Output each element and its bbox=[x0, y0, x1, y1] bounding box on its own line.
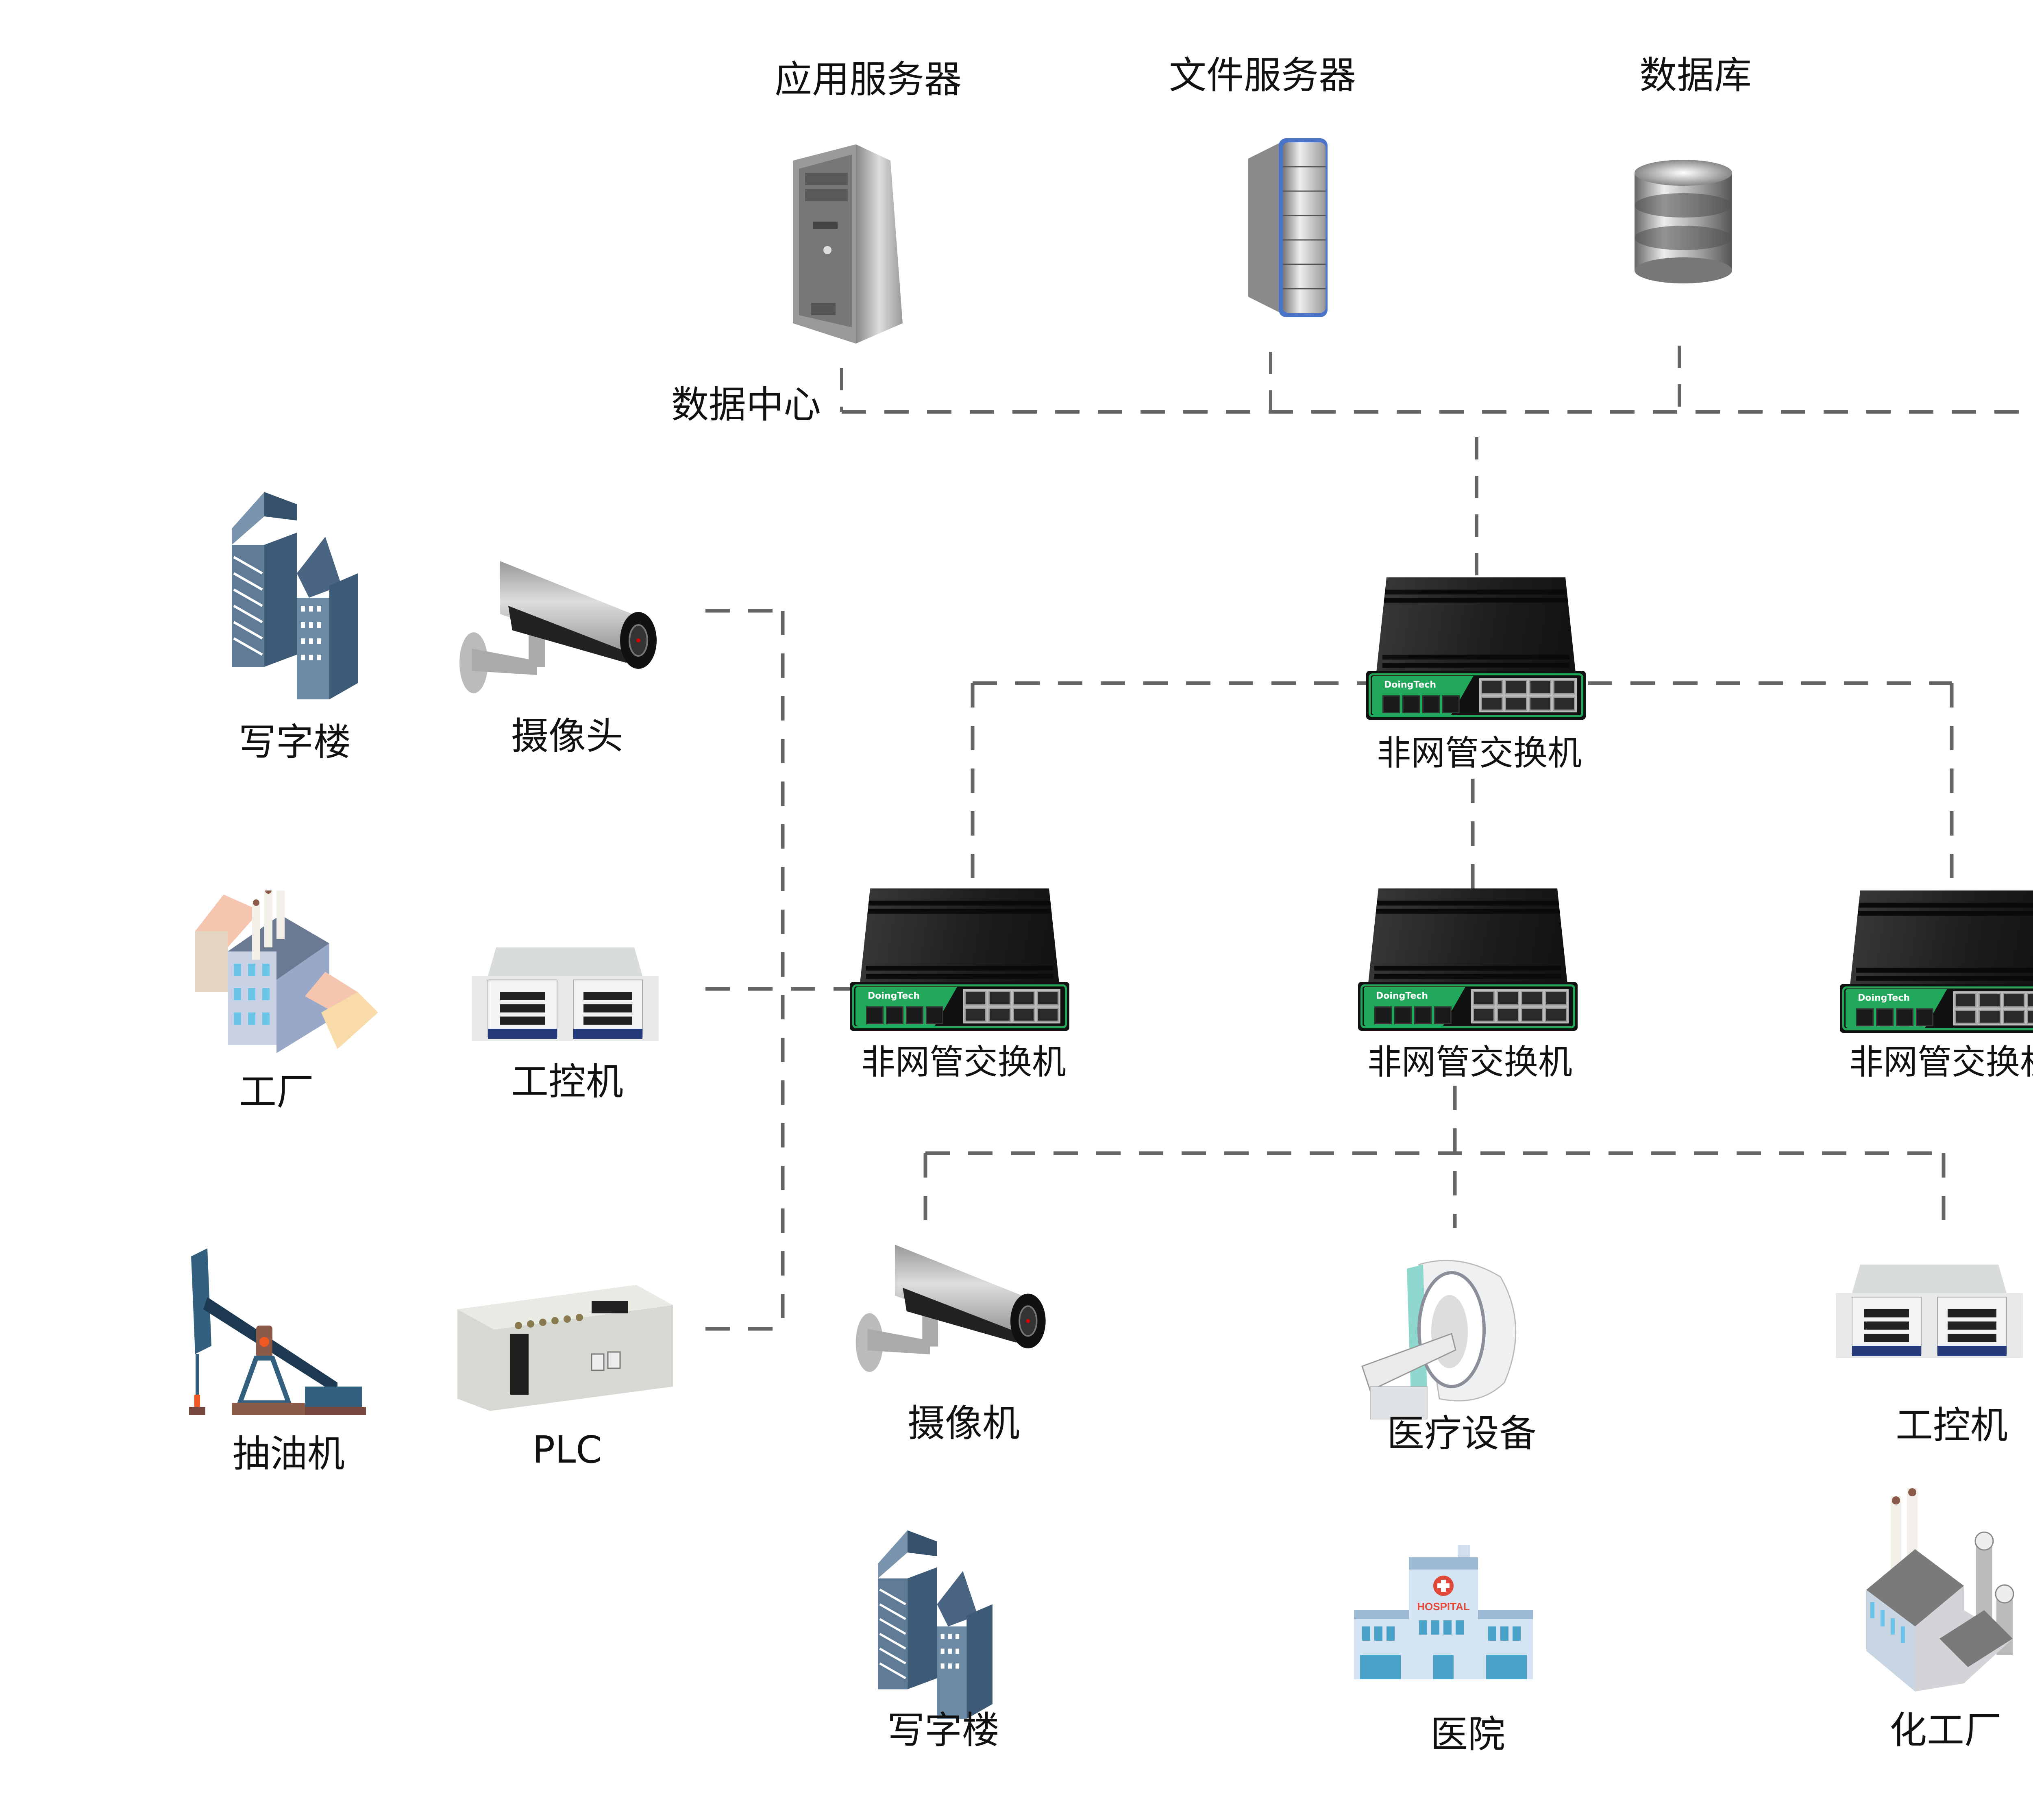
chemical-plant-icon bbox=[1866, 1488, 2014, 1692]
core-switch-label: 非网管交换机 bbox=[1376, 733, 1582, 773]
bottom-camera-label: 摄像机 bbox=[907, 1402, 1020, 1445]
medical-equipment[interactable] bbox=[1358, 1252, 1537, 1427]
hospital-icon: HOSPITAL bbox=[1354, 1545, 1533, 1679]
bottom-office-label: 写字楼 bbox=[887, 1709, 1000, 1752]
switch-brand: DoingTech bbox=[1376, 991, 1428, 1001]
bottom-office-building[interactable] bbox=[874, 1529, 996, 1724]
office-building-icon bbox=[878, 1530, 993, 1719]
file-server[interactable] bbox=[1236, 138, 1350, 317]
oil-pump-label: 抽油机 bbox=[232, 1432, 345, 1476]
left-ipc-label: 工控机 bbox=[511, 1060, 624, 1104]
left-camera[interactable] bbox=[455, 561, 675, 695]
switch-front-panel: DoingTech bbox=[850, 982, 1069, 1031]
right-switch[interactable]: DoingTech bbox=[1840, 890, 2033, 1033]
camera-icon bbox=[855, 1245, 1046, 1372]
rack-server-icon bbox=[1248, 138, 1328, 317]
database[interactable] bbox=[1622, 157, 1744, 287]
core-switch[interactable]: DoingTech bbox=[1366, 577, 1586, 720]
oil-pump[interactable] bbox=[183, 1248, 370, 1415]
oil-pump-icon bbox=[189, 1248, 366, 1415]
file-server-label: 文件服务器 bbox=[1169, 54, 1356, 97]
tower-server-icon bbox=[793, 144, 903, 344]
left-office-label: 写字楼 bbox=[238, 721, 351, 764]
chemical-plant-label: 化工厂 bbox=[1889, 1709, 2002, 1752]
bottom-ipc-label: 工控机 bbox=[1895, 1404, 2008, 1447]
hospital[interactable]: HOSPITAL bbox=[1354, 1545, 1533, 1679]
app-server[interactable] bbox=[785, 144, 907, 344]
middle-switch-label: 非网管交换机 bbox=[1367, 1042, 1573, 1082]
left-switch[interactable]: DoingTech bbox=[850, 888, 1069, 1031]
switch-brand: DoingTech bbox=[868, 991, 920, 1001]
switch-brand: DoingTech bbox=[1384, 680, 1437, 690]
left-switch-label: 非网管交换机 bbox=[861, 1042, 1067, 1082]
ethernet-ports bbox=[1953, 991, 2033, 1025]
app-server-label: 应用服务器 bbox=[774, 58, 962, 101]
right-switch-label: 非网管交换机 bbox=[1849, 1042, 2033, 1082]
switch-front-panel: DoingTech bbox=[1358, 982, 1578, 1031]
ethernet-ports bbox=[1471, 989, 1569, 1023]
factory-icon bbox=[195, 882, 378, 1053]
medical-label: 医疗设备 bbox=[1387, 1412, 1537, 1455]
database-label: 数据库 bbox=[1639, 54, 1752, 97]
left-plc[interactable] bbox=[457, 1285, 677, 1411]
switch-front-panel: DoingTech bbox=[1366, 671, 1586, 720]
left-camera-label: 摄像头 bbox=[511, 714, 624, 758]
hospital-sign: HOSPITAL bbox=[1417, 1600, 1470, 1613]
datacenter-label: 数据中心 bbox=[671, 383, 821, 427]
left-industrial-pc[interactable] bbox=[472, 947, 659, 1041]
left-factory-label: 工厂 bbox=[239, 1070, 314, 1114]
plc-icon bbox=[457, 1285, 673, 1411]
database-icon bbox=[1635, 160, 1732, 283]
bottom-camera[interactable] bbox=[852, 1244, 1063, 1374]
mri-scanner-icon bbox=[1361, 1260, 1517, 1419]
camera-icon bbox=[459, 561, 657, 693]
bottom-industrial-pc[interactable] bbox=[1830, 1265, 2029, 1358]
left-office-building[interactable] bbox=[228, 492, 362, 703]
chemical-plant[interactable] bbox=[1862, 1488, 2025, 1692]
office-building-icon bbox=[232, 492, 358, 699]
industrial-pc-icon bbox=[1836, 1265, 2023, 1358]
switch-brand: DoingTech bbox=[1858, 993, 1910, 1003]
left-plc-label: PLC bbox=[532, 1428, 602, 1472]
ethernet-ports bbox=[963, 989, 1060, 1023]
switch-front-panel: DoingTech bbox=[1840, 984, 2033, 1033]
left-factory[interactable] bbox=[187, 882, 382, 1053]
hospital-label: 医院 bbox=[1430, 1713, 1506, 1756]
ethernet-ports bbox=[1479, 678, 1577, 712]
industrial-pc-icon bbox=[472, 947, 659, 1041]
middle-switch[interactable]: DoingTech bbox=[1358, 888, 1578, 1031]
